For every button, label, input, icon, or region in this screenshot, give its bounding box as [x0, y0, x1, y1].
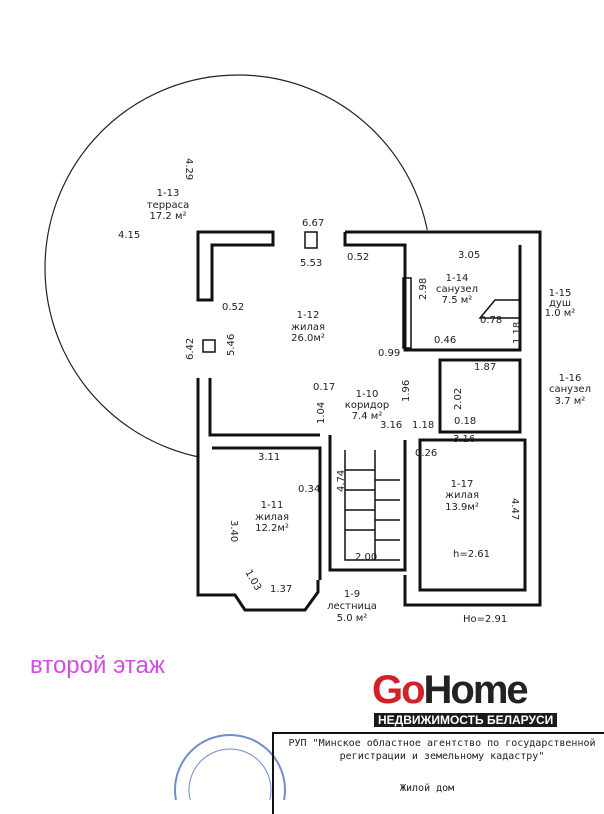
svg-text:4.47: 4.47 — [509, 498, 520, 520]
svg-text:2.98: 2.98 — [418, 278, 429, 300]
svg-text:1.87: 1.87 — [474, 362, 496, 373]
gohome-logo: GoHome — [372, 668, 529, 712]
svg-text:1-11: 1-11 — [261, 500, 284, 511]
svg-text:0.78: 0.78 — [480, 315, 502, 326]
svg-text:7.5 м²: 7.5 м² — [442, 295, 473, 306]
svg-text:5.0 м²: 5.0 м² — [337, 613, 368, 624]
svg-text:3.40: 3.40 — [228, 520, 239, 542]
svg-text:3.05: 3.05 — [458, 250, 480, 261]
svg-text:0.17: 0.17 — [313, 382, 335, 393]
svg-text:лестница: лестница — [327, 601, 377, 612]
svg-text:0.52: 0.52 — [347, 252, 369, 263]
svg-text:1.0 м²: 1.0 м² — [545, 308, 576, 319]
svg-text:1.37: 1.37 — [270, 584, 292, 595]
svg-text:1.18: 1.18 — [512, 322, 523, 344]
svg-text:2.00: 2.00 — [355, 552, 377, 563]
svg-text:6.42: 6.42 — [185, 338, 196, 360]
room-labels: 1-13 терраса 17.2 м² 1-12 жилая 26.0м² 1… — [147, 188, 591, 624]
svg-text:1-16: 1-16 — [559, 373, 582, 384]
svg-text:3.16: 3.16 — [380, 420, 402, 431]
svg-text:1-12: 1-12 — [297, 310, 320, 321]
svg-text:h=2.61: h=2.61 — [453, 549, 490, 560]
logo-home: Home — [423, 668, 529, 712]
svg-text:0.18: 0.18 — [454, 416, 476, 427]
floor-label: второй этаж — [30, 652, 165, 679]
svg-text:1.04: 1.04 — [316, 402, 327, 424]
organization-name: РУП "Минское областное агентство по госу… — [288, 738, 596, 762]
svg-text:1-9: 1-9 — [344, 589, 360, 600]
svg-text:1-10: 1-10 — [356, 389, 379, 400]
svg-text:7.4 м²: 7.4 м² — [352, 411, 383, 422]
svg-text:1.96: 1.96 — [401, 380, 412, 402]
svg-text:6.67: 6.67 — [302, 218, 324, 229]
svg-text:2.02: 2.02 — [453, 388, 464, 410]
svg-text:0.26: 0.26 — [415, 448, 437, 459]
logo-go: Go — [372, 668, 426, 712]
svg-text:12.2м²: 12.2м² — [255, 523, 289, 534]
logo-slogan: НЕДВИЖИМОСТЬ БЕЛАРУСИ — [374, 713, 558, 727]
svg-text:терраса: терраса — [147, 200, 189, 211]
svg-text:жилая: жилая — [291, 322, 325, 333]
svg-text:1.18: 1.18 — [412, 420, 434, 431]
walls — [196, 230, 542, 612]
svg-text:1-15: 1-15 — [549, 288, 572, 299]
svg-text:санузел: санузел — [549, 384, 591, 395]
svg-text:1-17: 1-17 — [451, 479, 474, 490]
svg-text:3.7 м²: 3.7 м² — [555, 396, 586, 407]
svg-text:4.29: 4.29 — [183, 158, 194, 180]
svg-text:4.15: 4.15 — [118, 230, 140, 241]
official-seal — [174, 734, 286, 800]
svg-text:3.16: 3.16 — [453, 434, 475, 445]
svg-text:5.46: 5.46 — [226, 334, 237, 356]
svg-text:4.74: 4.74 — [336, 470, 347, 492]
svg-text:жилая: жилая — [445, 490, 479, 501]
svg-text:Hо=2.91: Hо=2.91 — [463, 614, 507, 625]
svg-text:26.0м²: 26.0м² — [291, 333, 325, 344]
document-type: Жилой дом — [400, 783, 455, 794]
title-block — [272, 732, 604, 814]
svg-text:0.99: 0.99 — [378, 348, 400, 359]
svg-text:душ: душ — [549, 298, 571, 309]
svg-text:1-13: 1-13 — [157, 188, 180, 199]
svg-text:13.9м²: 13.9м² — [445, 502, 479, 513]
svg-text:коридор: коридор — [345, 400, 389, 411]
svg-text:3.11: 3.11 — [258, 452, 280, 463]
svg-text:санузел: санузел — [436, 284, 478, 295]
svg-text:0.46: 0.46 — [434, 335, 456, 346]
svg-text:17.2 м²: 17.2 м² — [150, 211, 187, 222]
svg-text:0.34: 0.34 — [298, 484, 320, 495]
svg-text:1-14: 1-14 — [446, 273, 469, 284]
svg-text:жилая: жилая — [255, 512, 289, 523]
svg-text:0.52: 0.52 — [222, 302, 244, 313]
svg-text:5.53: 5.53 — [300, 258, 322, 269]
